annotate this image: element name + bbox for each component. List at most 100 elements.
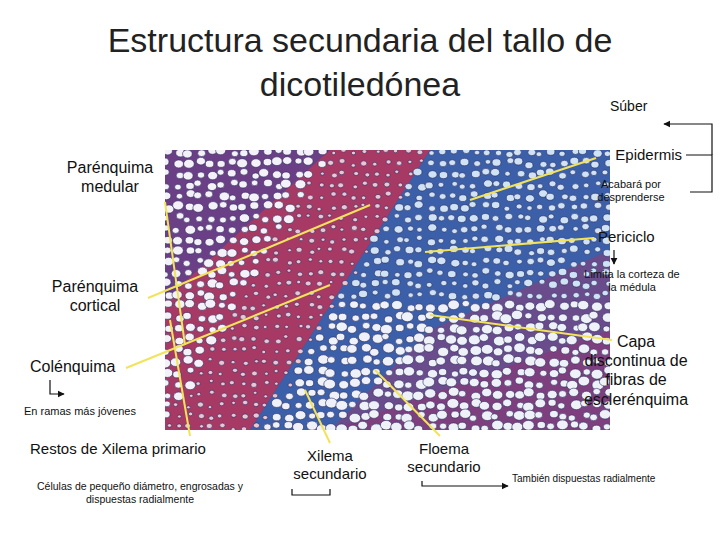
- plant-cell: [239, 181, 247, 188]
- plant-cell: [370, 247, 379, 254]
- plant-cell: [165, 411, 170, 418]
- plant-cell: [570, 301, 578, 308]
- plant-cell: [514, 194, 521, 200]
- plant-cell: [517, 259, 523, 264]
- plant-cell: [176, 172, 184, 179]
- plant-cell: [392, 300, 403, 309]
- plant-cell: [591, 369, 603, 379]
- plant-cell: [358, 332, 370, 342]
- plant-cell: [262, 350, 266, 353]
- plant-cell: [347, 325, 356, 333]
- plant-cell: [492, 360, 500, 367]
- plant-cell: [303, 157, 313, 165]
- plant-cell: [197, 226, 204, 232]
- plant-cell: [416, 370, 423, 376]
- plant-cell: [208, 216, 215, 222]
- plant-cell: [341, 205, 347, 210]
- plant-cell: [295, 229, 301, 234]
- plant-cell: [500, 314, 512, 324]
- plant-cell: [394, 214, 399, 219]
- plant-cell: [284, 422, 292, 429]
- plant-cell: [325, 369, 335, 378]
- plant-cell: [185, 237, 194, 244]
- plant-cell: [303, 150, 313, 156]
- plant-cell: [305, 380, 313, 387]
- leader-lines: [126, 158, 612, 443]
- plant-cell: [375, 214, 379, 218]
- plant-cell: [282, 172, 290, 179]
- plant-cell: [528, 150, 536, 156]
- plant-cell: [452, 229, 458, 234]
- plant-cell: [605, 159, 610, 166]
- plant-cell: [517, 271, 525, 278]
- part-label: Capa discontinua de fibras de esclerénqu…: [575, 332, 697, 409]
- plant-cell: [264, 313, 268, 316]
- plant-cell: [359, 290, 368, 297]
- plant-cell: [341, 150, 346, 152]
- plant-cell: [286, 280, 292, 285]
- plant-cell: [381, 256, 389, 263]
- plant-cell: [353, 271, 357, 275]
- plant-cell: [571, 262, 578, 268]
- part-label: Periciclo: [598, 228, 688, 246]
- plant-cell: [482, 283, 489, 289]
- plant-cell: [437, 403, 446, 411]
- plant-cell: [351, 164, 355, 168]
- plant-cell: [424, 344, 434, 352]
- plant-cell: [429, 206, 436, 212]
- plant-cell: [276, 314, 281, 318]
- plant-cell: [262, 304, 266, 307]
- plant-cell: [228, 227, 236, 234]
- plant-cell: [329, 280, 333, 283]
- plant-cell: [252, 236, 261, 244]
- plant-cell: [503, 260, 510, 266]
- plant-cell: [354, 205, 358, 209]
- plant-cell: [438, 392, 448, 400]
- plant-cell: [271, 398, 282, 407]
- plant-cell: [418, 314, 426, 321]
- plant-cell: [263, 325, 267, 328]
- plant-cell: [547, 423, 555, 430]
- plant-cell: [550, 346, 558, 352]
- plant-cell: [537, 421, 545, 428]
- plant-cell: [582, 171, 590, 178]
- plant-cell: [328, 313, 338, 321]
- plant-cell: [288, 249, 292, 252]
- plant-cell: [275, 150, 282, 153]
- plant-cell: [274, 369, 278, 372]
- plant-cell: [285, 204, 295, 212]
- plant-cell: [557, 257, 565, 264]
- plant-cell: [233, 394, 238, 398]
- plant-cell: [493, 181, 500, 187]
- plant-cell: [306, 204, 312, 209]
- plant-cell: [185, 270, 192, 276]
- plant-cell: [512, 422, 523, 430]
- plant-cell: [451, 371, 458, 377]
- plant-cell: [407, 226, 413, 231]
- plant-cell: [558, 338, 566, 345]
- plant-cell: [572, 349, 579, 355]
- plant-cell: [266, 258, 271, 262]
- plant-cell: [317, 207, 321, 211]
- plant-cell: [308, 258, 312, 261]
- plant-cell: [514, 356, 522, 363]
- plant-cell: [261, 359, 266, 363]
- plant-cell: [316, 326, 322, 331]
- plant-cell: [228, 158, 236, 165]
- plant-cell: [558, 403, 565, 409]
- plant-cell: [242, 323, 247, 327]
- plant-cell: [362, 322, 370, 329]
- plant-cell: [559, 359, 569, 367]
- plant-cell: [265, 380, 270, 384]
- plant-cell: [185, 225, 196, 234]
- plant-cell: [437, 327, 444, 333]
- plant-cell: [417, 403, 426, 410]
- plant-cell: [569, 388, 579, 396]
- plant-cell: [176, 193, 182, 199]
- plant-cell: [219, 202, 227, 209]
- plant-cell: [307, 181, 312, 185]
- plant-cell: [364, 215, 368, 218]
- plant-cell: [350, 262, 354, 265]
- plant-cell: [525, 302, 535, 310]
- plant-cell: [195, 346, 204, 354]
